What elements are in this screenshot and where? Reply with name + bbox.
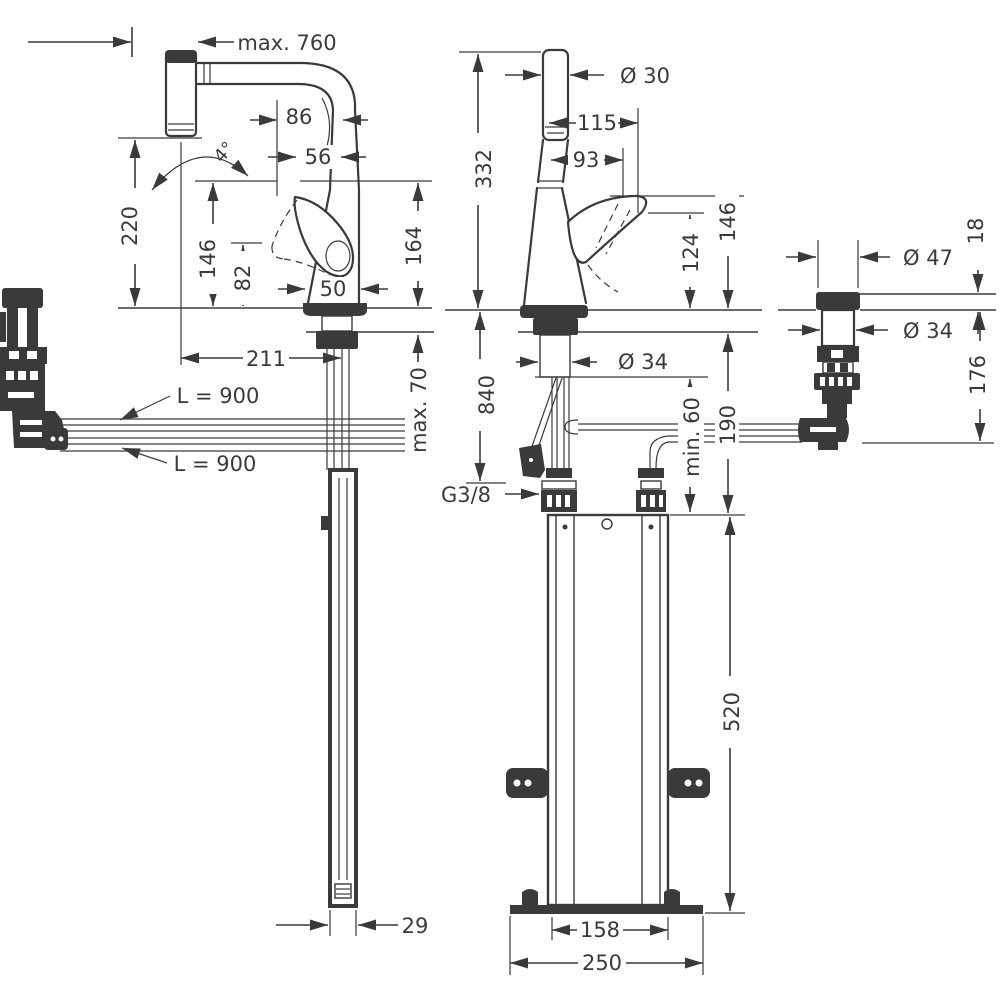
dim-520: 520 — [670, 514, 745, 914]
mounting-hole — [601, 518, 613, 530]
dim-82: 82 — [230, 242, 262, 306]
dim-164: 164 — [300, 180, 432, 306]
dim-dia-34-shaft: Ø 34 — [516, 350, 668, 374]
dim-dia-30: Ø 30 — [505, 64, 670, 88]
dim-dia-34-valve: Ø 34 — [788, 319, 953, 343]
dim-label-dia34-shaft: Ø 34 — [618, 350, 668, 374]
dim-hose-length-2: L = 900 — [121, 447, 257, 476]
dim-label-50: 50 — [320, 277, 347, 301]
spout-outline — [195, 61, 361, 305]
dim-label-211: 211 — [246, 347, 286, 371]
dim-label-146-front: 146 — [196, 239, 220, 279]
undersink-unit — [506, 513, 710, 914]
side-view-faucet — [506, 48, 802, 914]
dim-146-side: 146 — [715, 188, 740, 308]
dim-332: 332 — [459, 51, 541, 308]
front-view-dimensions: max. 760 86 56 4° — [28, 27, 432, 938]
dim-label-124: 124 — [679, 233, 703, 273]
dim-dia-47: Ø 47 — [786, 240, 953, 288]
dim-hose-length-1: L = 900 — [119, 384, 260, 421]
dim-50: 50 — [278, 277, 388, 301]
dim-label-158: 158 — [580, 918, 620, 942]
side-handle-lever — [566, 194, 648, 293]
faucet-base — [303, 303, 367, 470]
dim-124: 124 — [678, 215, 703, 308]
dim-146-front: 146 — [194, 180, 277, 306]
dim-label-93: 93 — [573, 148, 600, 172]
dim-56: 56 — [268, 145, 366, 169]
dim-86: 86 — [250, 97, 368, 147]
dim-93: 93 — [551, 148, 624, 198]
dim-label-l900a: L = 900 — [177, 384, 260, 408]
dim-label-dia34-valve: Ø 34 — [903, 319, 953, 343]
dim-label-82: 82 — [231, 265, 255, 292]
dim-label-max760: max. 760 — [237, 31, 336, 55]
dim-label-max70: max. 70 — [407, 367, 431, 453]
dim-label-86: 86 — [286, 105, 313, 129]
dim-18: 18 — [964, 218, 988, 334]
dim-label-29: 29 — [402, 914, 429, 938]
base-plate — [510, 905, 703, 914]
dim-label-dia30: Ø 30 — [620, 64, 670, 88]
dim-190: 190 — [715, 334, 740, 513]
dim-max-70: max. 70 — [405, 335, 431, 458]
dim-840: 840 — [466, 312, 506, 484]
dim-115: 115 — [549, 108, 639, 213]
dim-label-115: 115 — [577, 111, 617, 135]
dim-176: 176 — [862, 312, 994, 444]
dim-250: 250 — [509, 916, 704, 975]
dim-label-840: 840 — [475, 375, 499, 415]
dim-label-332: 332 — [472, 149, 496, 189]
side-view-dimensions: Ø 30 115 93 332 — [441, 51, 745, 975]
valve-body — [820, 308, 856, 348]
side-faucet-base — [519, 305, 588, 478]
dim-29: 29 — [276, 910, 428, 938]
dim-label-min60: min. 60 — [680, 397, 704, 477]
dim-label-angle: 4° — [210, 138, 239, 167]
dim-label-g38: G3/8 — [441, 483, 491, 507]
dim-g38-thread: G3/8 — [441, 483, 539, 507]
valve-cap — [816, 292, 860, 310]
front-view-faucet — [0, 50, 430, 908]
dim-min-60: min. 60 — [535, 376, 708, 512]
dim-label-dia47: Ø 47 — [903, 246, 953, 270]
dim-label-56: 56 — [305, 145, 332, 169]
dim-label-176: 176 — [966, 355, 990, 395]
dim-label-146-side: 146 — [716, 202, 740, 242]
shut-off-valve-front-view — [798, 292, 860, 450]
dim-158: 158 — [551, 917, 669, 942]
dim-label-164: 164 — [402, 226, 426, 266]
dim-220: 220 — [116, 137, 202, 306]
pullout-spray-head — [164, 50, 198, 138]
shut-off-valve-side-view — [0, 288, 68, 450]
dim-label-250: 250 — [582, 951, 622, 975]
dim-label-l900b: L = 900 — [174, 452, 257, 476]
valve-dimensions: Ø 47 18 Ø 34 176 — [786, 218, 994, 444]
handle-lever — [271, 195, 355, 278]
hose-guide-tube — [321, 468, 358, 908]
supply-hoses — [52, 418, 430, 452]
dim-max-760: max. 760 — [28, 27, 337, 57]
dim-label-18: 18 — [964, 218, 988, 245]
dim-label-190: 190 — [716, 405, 740, 445]
side-spray-head — [522, 48, 588, 307]
dim-label-520: 520 — [720, 692, 744, 732]
dim-211: 211 — [181, 347, 341, 371]
dim-label-220: 220 — [118, 206, 142, 246]
hose-fittings — [541, 468, 666, 512]
